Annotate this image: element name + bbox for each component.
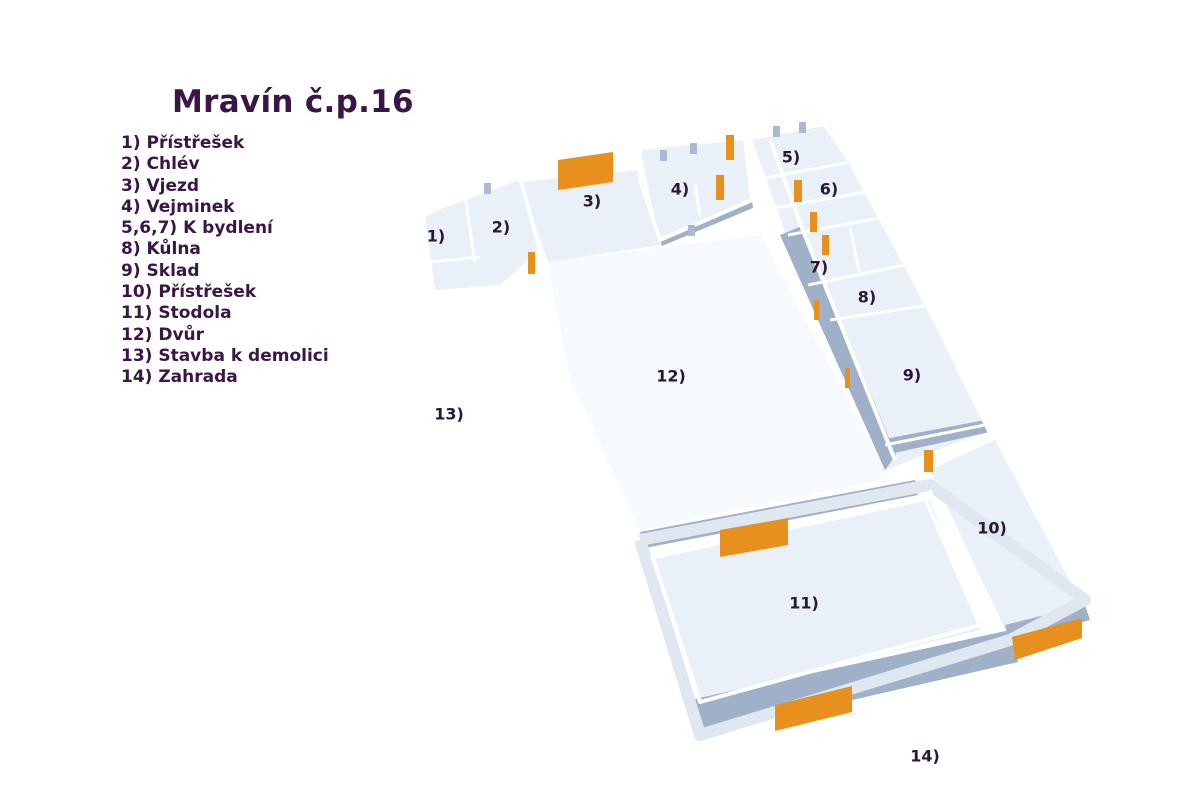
- wall-building-1-south: [429, 255, 481, 264]
- plan-label-3: 3): [582, 191, 602, 211]
- door-room-7a: [810, 212, 817, 232]
- door-building-4a: [716, 175, 724, 200]
- floor-building-1-2: [425, 180, 540, 290]
- wall-room-7a: [787, 216, 881, 237]
- plan-label-1: 1): [426, 226, 446, 246]
- windows: [484, 122, 806, 236]
- plan-label-6: 6): [819, 179, 839, 199]
- legend: 1) Přístřešek 2) Chlév 3) Vjezd 4) Vejmi…: [121, 133, 329, 389]
- wall-room-7-8: [807, 263, 906, 287]
- plan-label-9: 9): [902, 365, 922, 385]
- wall-barn-outer: [634, 479, 1091, 741]
- window-room-5a: [773, 126, 780, 137]
- floors: [425, 125, 1085, 700]
- legend-item: 8) Kůlna: [121, 239, 201, 260]
- door-corridor-b: [845, 368, 850, 388]
- wall-room-5-6: [764, 160, 851, 180]
- wall-east-wing-inner: [768, 139, 897, 461]
- diagram-title: Mravín č.p.16: [172, 84, 414, 120]
- door-room-7b: [822, 235, 829, 255]
- wall-building-4-divider: [693, 184, 702, 216]
- plan-label-10: 10): [977, 518, 1007, 538]
- legend-item: 9) Sklad: [121, 260, 200, 281]
- wall-room-7-divider: [848, 227, 862, 276]
- legend-item: 3) Vjezd: [121, 175, 200, 196]
- window-building-2: [484, 183, 491, 194]
- plan-label-11: 11): [789, 593, 819, 613]
- plan-label-2: 2): [491, 217, 511, 237]
- doors: [528, 135, 1082, 731]
- window-room-5b: [799, 122, 806, 133]
- wall-barn-divider: [928, 489, 987, 631]
- legend-item: 14) Zahrada: [121, 367, 238, 388]
- plan-label-12: 12): [656, 366, 686, 386]
- wall-room-9-south: [884, 423, 986, 447]
- wall-side-east-wing: [780, 226, 896, 470]
- wall-building-1-2-divider: [463, 194, 477, 263]
- door-barn-south: [775, 686, 852, 731]
- door-room-6: [794, 180, 802, 202]
- legend-item: 11) Stodola: [121, 303, 232, 324]
- plan-label-5: 5): [781, 147, 801, 167]
- door-passage: [924, 450, 933, 472]
- legend-item: 12) Dvůr: [121, 324, 205, 345]
- door-entrance: [558, 152, 613, 190]
- wall-room-6-7: [774, 190, 866, 210]
- wall-room-8-9: [829, 303, 931, 322]
- legend-item: 2) Chlév: [121, 154, 200, 175]
- window-building-4c: [688, 225, 695, 236]
- plan-label-4: 4): [670, 179, 690, 199]
- door-building-10: [1012, 618, 1082, 660]
- legend-item: 5,6,7) K bydlení: [121, 218, 273, 239]
- wall-barn-inner: [650, 496, 982, 704]
- floor-entrance-3: [520, 170, 660, 262]
- legend-item: 1) Přístřešek: [121, 133, 245, 153]
- plan-label-13: 13): [434, 404, 464, 424]
- plan-label-14: 14): [910, 746, 940, 766]
- floor-east-wing: [752, 125, 990, 470]
- legend-item: 4) Vejminek: [121, 196, 235, 217]
- window-building-4b: [690, 143, 697, 154]
- wall-east-wing-outer: [751, 117, 998, 442]
- door-building-2: [528, 252, 535, 274]
- door-corridor-a: [814, 300, 819, 320]
- window-building-4a: [660, 150, 667, 161]
- door-building-4b: [726, 135, 734, 160]
- legend-item: 13) Stavba k demolici: [121, 345, 329, 366]
- door-barn-north: [720, 518, 788, 557]
- plan-label-7: 7): [809, 257, 829, 277]
- legend-item: 10) Přístřešek: [121, 282, 257, 303]
- plan-label-8: 8): [857, 287, 877, 307]
- floor-courtyard-12: [548, 235, 890, 530]
